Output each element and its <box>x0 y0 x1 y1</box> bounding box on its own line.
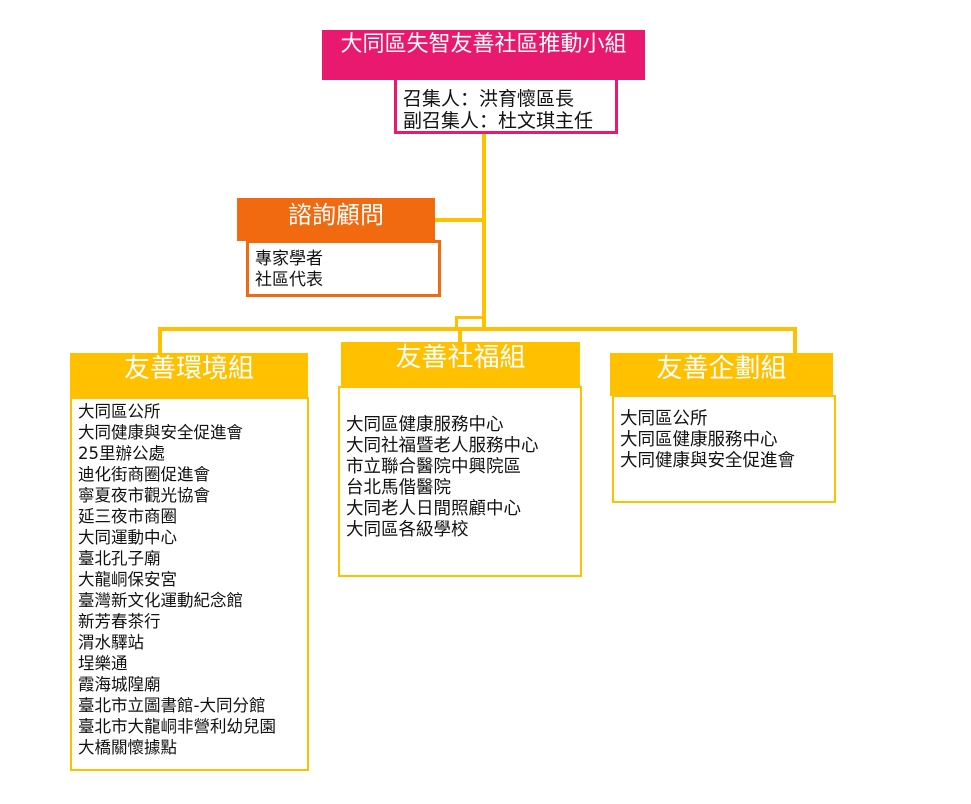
group-environment-members: 大同區公所大同健康與安全促進會 25里辦公處迪化街商圈促進會寧夏夜市觀光協會延三夜… <box>70 397 309 771</box>
group-welfare-title: 友善社福組 <box>395 343 526 373</box>
group-member: 大同區健康服務中心 <box>346 415 504 435</box>
group-member: 大同區各級學校 <box>346 520 469 540</box>
group-member: 埕樂通 <box>78 654 128 673</box>
connector-junction <box>455 316 485 330</box>
group-member: 大同社福暨老人服務中心 <box>346 436 539 456</box>
group-member: 大同老人日間照顧中心 <box>346 499 521 519</box>
group-planning-title: 友善企劃組 <box>656 354 787 384</box>
connector-horizontal <box>158 327 797 331</box>
group-member: 25里辦公處 <box>78 444 165 463</box>
group-member: 大同運動中心 <box>78 528 177 547</box>
advisory-members-box: 專家學者 社區代表 <box>246 240 441 297</box>
connector-group-1 <box>158 327 162 354</box>
group-planning-members: 大同區公所大同區健康服務中心大同健康與安全促進會 <box>612 395 836 503</box>
committee-leaders-box: 召集人：洪育懷區長 副召集人：杜文琪主任 <box>394 77 618 134</box>
group-member: 臺北市立圖書館-大同分館 <box>78 696 266 715</box>
group-environment-title-box: 友善環境組 <box>70 353 308 398</box>
group-member: 大同健康與安全促進會 <box>78 423 243 442</box>
group-member: 大同健康與安全促進會 <box>620 451 795 471</box>
committee-title-box: 大同區失智友善社區推動小組 <box>322 30 645 80</box>
group-member: 新芳春茶行 <box>78 612 161 631</box>
group-member: 臺灣新文化運動紀念館 <box>78 591 243 610</box>
advisory-member: 專家學者 <box>255 249 323 269</box>
group-member: 延三夜市商圈 <box>78 507 177 526</box>
connector-group-2 <box>458 327 462 343</box>
group-member: 臺北孔子廟 <box>78 549 161 568</box>
group-member: 渭水驛站 <box>78 633 144 652</box>
group-member: 大橋關懷據點 <box>78 738 177 757</box>
deputy-convener: 副召集人：杜文琪主任 <box>403 110 594 132</box>
advisory-member: 社區代表 <box>255 270 323 290</box>
group-member: 臺北市大龍峒非營利幼兒園 <box>78 717 276 736</box>
connector-group-3 <box>793 327 797 354</box>
group-member: 大同區健康服務中心 <box>620 430 778 450</box>
group-member: 寧夏夜市觀光協會 <box>78 486 210 505</box>
group-member: 大同區公所 <box>78 402 161 421</box>
group-member: 市立聯合醫院中興院區 <box>346 457 521 477</box>
group-welfare-members: 大同區健康服務中心大同社福暨老人服務中心市立聯合醫院中興院區台北馬偕醫院大同老人… <box>338 386 582 577</box>
group-member: 台北馬偕醫院 <box>346 478 451 498</box>
group-member: 迪化街商圈促進會 <box>78 465 210 484</box>
convener: 召集人：洪育懷區長 <box>403 88 575 110</box>
connector-advisory <box>435 218 485 222</box>
connector-main-vertical <box>482 133 486 331</box>
committee-title: 大同區失智友善社區推動小組 <box>340 32 627 57</box>
group-welfare-title-box: 友善社福組 <box>341 342 580 387</box>
group-environment-title: 友善環境組 <box>123 354 254 384</box>
group-member: 大龍峒保安宮 <box>78 570 177 589</box>
advisory-title-box: 諮詢顧問 <box>237 198 435 241</box>
advisory-title: 諮詢顧問 <box>288 201 384 229</box>
group-member: 大同區公所 <box>620 409 708 429</box>
group-planning-title-box: 友善企劃組 <box>610 353 833 396</box>
group-member: 霞海城隍廟 <box>78 675 161 694</box>
